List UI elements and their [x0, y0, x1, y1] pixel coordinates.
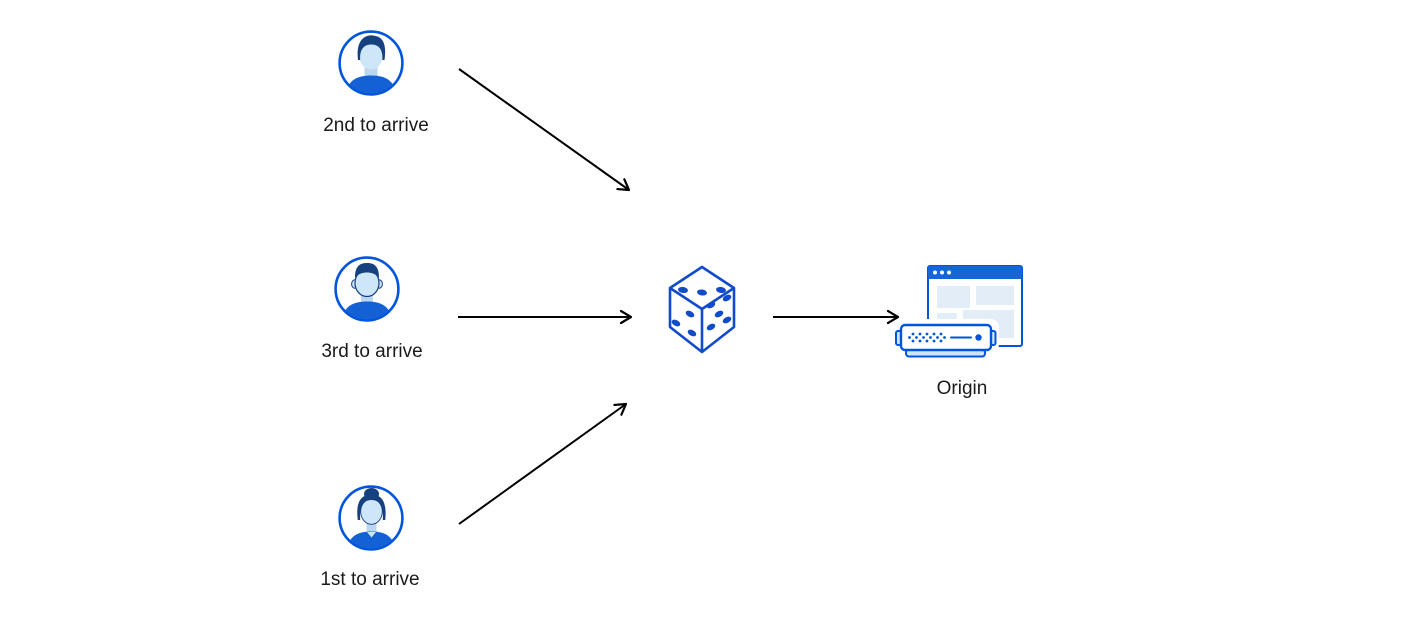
- origin-server-browser-icon: [892, 265, 1023, 358]
- node-dice: [665, 263, 739, 361]
- male-user-avatar-icon: [338, 30, 404, 96]
- label-user-third: 3rd to arrive: [321, 341, 423, 362]
- arrow-user-second-to-dice: [458, 68, 631, 192]
- dice-icon: [668, 265, 736, 354]
- node-user-second: [337, 29, 405, 102]
- node-origin: [890, 260, 1025, 365]
- label-user-second: 2nd to arrive: [323, 115, 429, 136]
- arrow-user-first-to-dice: [458, 402, 628, 525]
- label-origin: Origin: [936, 378, 988, 399]
- male-user-avatar-icon: [334, 256, 400, 322]
- node-user-first: [337, 484, 405, 557]
- female-user-avatar-icon: [338, 485, 404, 551]
- label-user-first: 1st to arrive: [320, 569, 420, 590]
- node-user-third: [333, 255, 401, 328]
